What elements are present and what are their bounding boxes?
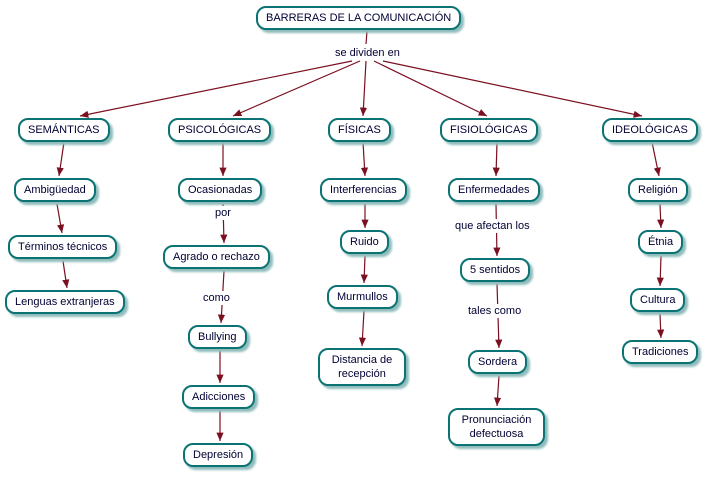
node-ruido[interactable]: Ruido	[340, 230, 389, 254]
node-depresion[interactable]: Depresión	[183, 443, 254, 467]
link-label-como[interactable]: como	[201, 291, 232, 305]
edge	[56, 141, 65, 177]
edge	[492, 141, 500, 177]
link-label-que-afectan-los[interactable]: que afectan los	[453, 219, 532, 233]
edge	[358, 310, 367, 347]
node-5-sentidos[interactable]: 5 sentidos	[460, 258, 531, 282]
node-root[interactable]: BARRERAS DE LA COMUNICACIÓN	[256, 6, 462, 30]
node-terminos-tecnicos[interactable]: Términos técnicos	[8, 235, 118, 259]
edge	[79, 60, 353, 118]
link-label-tales-como[interactable]: tales como	[466, 304, 524, 318]
node-tradiciones[interactable]: Tradiciones	[622, 340, 699, 364]
edge	[365, 30, 368, 45]
node-semanticas[interactable]: SEMÁNTICAS	[18, 118, 110, 142]
node-ideologicas[interactable]: IDEOLÓGICAS	[602, 118, 698, 142]
node-etnia[interactable]: Étnia	[638, 230, 684, 254]
node-pronunciacion-defectuosa[interactable]: Pronunciación defectuosa	[448, 408, 545, 446]
edge	[382, 60, 643, 118]
node-murmullos[interactable]: Murmullos	[327, 285, 398, 309]
edge	[232, 60, 361, 117]
edge	[373, 60, 488, 117]
node-interferencias[interactable]: Interferencias	[320, 178, 407, 202]
node-ocasionadas[interactable]: Ocasionadas	[178, 178, 263, 202]
edge	[656, 255, 664, 287]
node-fisiologicas[interactable]: FISIOLÓGICAS	[440, 118, 538, 142]
edge	[56, 203, 65, 234]
node-fisicas[interactable]: FÍSICAS	[328, 118, 391, 142]
node-enfermedades[interactable]: Enfermedades	[448, 178, 540, 202]
node-psicologicas[interactable]: PSICOLÓGICAS	[168, 118, 272, 142]
node-religion[interactable]: Religión	[628, 178, 688, 202]
edge	[651, 141, 661, 177]
edge	[493, 375, 502, 407]
edge	[360, 255, 368, 284]
edge	[657, 203, 665, 229]
node-bullying[interactable]: Bullying	[188, 325, 247, 349]
node-ambiguedad[interactable]: Ambigüedad	[14, 178, 96, 202]
link-label-por[interactable]: por	[213, 206, 233, 220]
edge	[657, 313, 665, 339]
node-adicciones[interactable]: Adicciones	[182, 385, 256, 409]
node-sordera[interactable]: Sordera	[468, 350, 528, 374]
edge	[359, 60, 368, 117]
edge	[62, 260, 70, 289]
node-distancia-de-recepcion[interactable]: Distancia de recepción	[318, 348, 406, 386]
node-lenguas-extranjeras[interactable]: Lenguas extranjeras	[5, 290, 125, 314]
link-label-se-dividen-en[interactable]: se dividen en	[333, 46, 402, 60]
edge	[360, 141, 369, 177]
node-agrado-o-rechazo[interactable]: Agrado o rechazo	[163, 245, 270, 269]
node-cultura[interactable]: Cultura	[630, 288, 686, 312]
